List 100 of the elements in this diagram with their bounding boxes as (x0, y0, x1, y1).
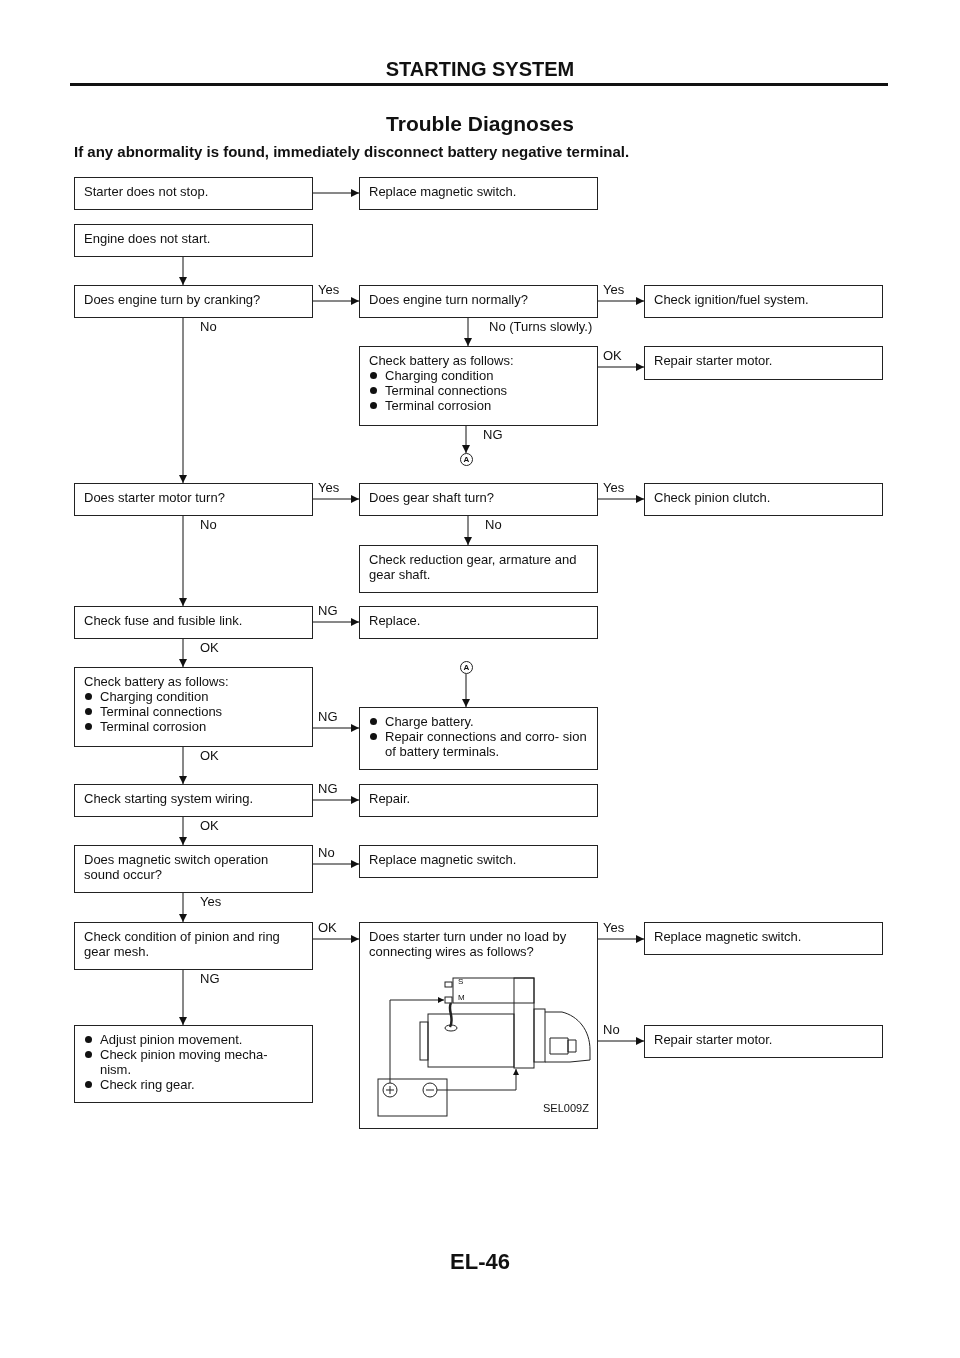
process-box (74, 845, 313, 893)
process-box (359, 845, 598, 878)
edge-label: OK (200, 748, 219, 763)
section-header: STARTING SYSTEM (384, 58, 576, 80)
process-box (644, 1025, 883, 1058)
box-text: Does engine turn normally? (369, 292, 529, 307)
edge-label: No (200, 517, 217, 532)
arrow (179, 256, 187, 286)
process-box (359, 483, 598, 516)
arrow (462, 673, 470, 708)
edge-label: OK (200, 640, 219, 655)
arrow (597, 935, 645, 943)
box-text: Check battery as follows: (369, 353, 515, 368)
process-box (74, 483, 313, 516)
list-item: Charge battery. (369, 714, 587, 729)
list-item: Terminal corrosion (84, 719, 302, 734)
edge-label: OK (318, 920, 337, 935)
arrow (179, 816, 187, 846)
page-number: EL-46 (449, 1250, 511, 1274)
terminal-label: M (458, 993, 465, 1003)
box-text: Check battery as follows: (84, 674, 230, 689)
box-text: Repair starter motor. (654, 353, 774, 368)
box-text: Check fuse and fusible link. (84, 613, 244, 628)
arrow (312, 796, 360, 804)
edge-label: Yes (318, 282, 340, 297)
list-item: Check pinion moving mecha- nism. (84, 1047, 302, 1077)
process-box (74, 285, 313, 318)
box-text: Replace magnetic switch. (369, 184, 518, 199)
process-box (644, 483, 883, 516)
edge-label: OK (603, 348, 622, 363)
edge-label: NG (483, 427, 503, 442)
box-text: Repair. (369, 791, 412, 806)
list-item: Terminal connections (369, 383, 587, 398)
process-box (74, 1025, 313, 1103)
terminal-label: S (458, 977, 464, 987)
edge-label: NG (318, 603, 338, 618)
arrow (597, 495, 645, 503)
box-text: Replace. (369, 613, 422, 628)
arrow (462, 425, 470, 454)
process-box (359, 707, 598, 770)
edge-label: NG (318, 781, 338, 796)
edge-label: Yes (603, 920, 625, 935)
page-title: Trouble Diagnoses (385, 112, 575, 136)
arrow (312, 724, 360, 732)
arrow (312, 189, 360, 197)
box-text: Does starter motor turn? (84, 490, 226, 505)
edge-label: No (485, 517, 502, 532)
process-box (359, 346, 598, 426)
box-text: Does engine turn by cranking? (84, 292, 262, 307)
box-text: Check pinion clutch. (654, 490, 772, 505)
box-text: Does starter turn under no load by connecting wires as follows? (369, 929, 568, 959)
arrow (597, 363, 645, 371)
process-box (74, 784, 313, 817)
edge-label: NG (318, 709, 338, 724)
arrow (597, 297, 645, 305)
arrow (312, 935, 360, 943)
edge-label: No (Turns slowly.) (489, 319, 593, 334)
arrow (597, 1037, 645, 1045)
box-text: Engine does not start. (84, 231, 212, 246)
arrow (312, 618, 360, 626)
process-box (74, 224, 313, 257)
box-text: Starter does not stop. (84, 184, 210, 199)
process-box (359, 606, 598, 639)
box-text: Does gear shaft turn? (369, 490, 496, 505)
box-text: Check condition of pinion and ring gear mesh. (84, 929, 281, 959)
edge-label: NG (200, 971, 220, 986)
process-box (644, 922, 883, 955)
process-box (359, 285, 598, 318)
box-text: Repair starter motor. (654, 1032, 774, 1047)
list-item: Check ring gear. (84, 1077, 302, 1092)
process-box (359, 784, 598, 817)
arrow (179, 892, 187, 923)
arrow (464, 317, 472, 347)
arrow (312, 297, 360, 305)
list-item: Terminal corrosion (369, 398, 587, 413)
process-box (74, 667, 313, 747)
arrow (464, 515, 472, 546)
process-box (74, 922, 313, 970)
list-item: Charging condition (84, 689, 302, 704)
box-text: Does magnetic switch operation sound occur? (84, 852, 270, 882)
process-box (644, 346, 883, 380)
list-item: Charging condition (369, 368, 587, 383)
arrow (179, 515, 187, 607)
figure-code: SEL009Z (543, 1102, 589, 1115)
box-text: Check ignition/fuel system. (654, 292, 810, 307)
box-text: Check starting system wiring. (84, 791, 255, 806)
process-box (359, 545, 598, 593)
process-box (359, 922, 598, 1129)
box-text: Check reduction gear, armature and gear shaft. (369, 552, 578, 582)
edge-label: Yes (603, 480, 625, 495)
edge-label: No (200, 319, 217, 334)
connector-letter: A (463, 663, 470, 672)
edge-label: No (318, 845, 335, 860)
arrow (179, 317, 187, 484)
edge-label: Yes (318, 480, 340, 495)
instruction-text: If any abnormality is found, immediately disconnect battery negative terminal. (74, 143, 630, 160)
process-box (359, 177, 598, 210)
edge-label: OK (200, 818, 219, 833)
process-box (74, 606, 313, 639)
process-box (644, 285, 883, 318)
